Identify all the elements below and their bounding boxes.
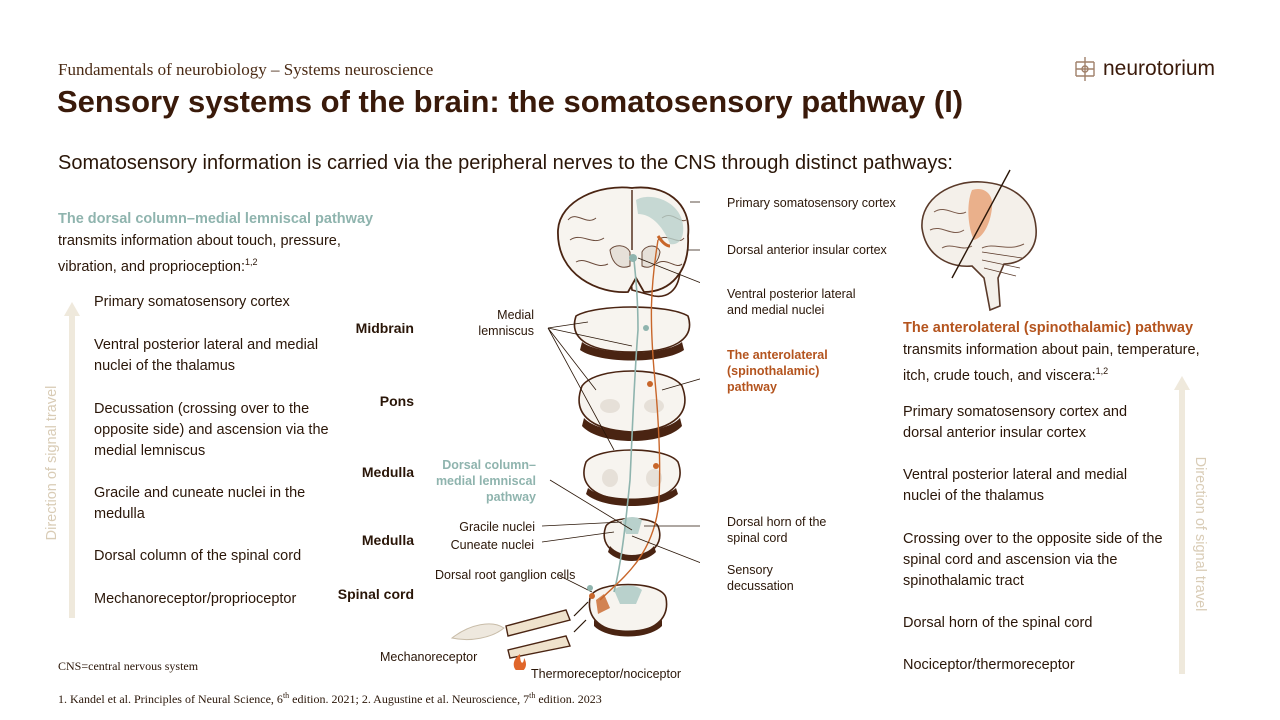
neurotorium-logo-icon [1075,57,1095,81]
receptor-illustrations [450,585,595,670]
label-sensory-decussation: Sensory decussation [727,563,794,593]
label-dorsal-horn: Dorsal horn of the spinal cord [727,515,827,545]
right-step-5: Nociceptor/thermoreceptor [903,657,1075,673]
left-step-1: Primary somatosensory cortex [94,294,290,310]
level-midbrain: Midbrain [355,320,414,336]
pathway-diagram [450,186,700,670]
left-direction-label: Direction of signal travel [44,385,60,541]
dorsal-column-heading: The dorsal column–medial lemniscal pathw… [58,211,374,227]
subtitle: Fundamentals of neurobiology – Systems n… [58,60,434,79]
label-thermoreceptor: Thermoreceptor/nociceptor [531,667,682,681]
dorsal-column-description: transmits information about touch, press… [58,233,341,275]
level-medulla-upper: Medulla [361,464,414,480]
right-direction-arrow [1172,374,1192,676]
left-step-2: Ventral posterior lateral and medial nuc… [94,337,319,374]
left-step-3: Decussation (crossing over to the opposi… [94,401,329,459]
label-drg-cells: Dorsal root ganglion cells [435,568,576,582]
anterolateral-description: transmits information about pain, temper… [903,342,1200,384]
logo-text: neurotorium [1103,57,1216,80]
level-spinal-cord: Spinal cord [337,586,414,602]
label-dorsal-column-pathway: Dorsal column–medial lemniscal pathway [435,458,536,504]
coronal-brain-section [557,186,690,298]
left-step-6: Mechanoreceptor/proprioceptor [94,591,297,607]
midbrain-section [573,306,691,361]
anterolateral-heading: The anterolateral (spinothalamic) pathwa… [903,320,1194,336]
label-mechanoreceptor: Mechanoreceptor [380,650,478,664]
page-title: Sensory systems of the brain: the somato… [57,84,964,119]
references: 1. Kandel et al. Principles of Neural Sc… [58,691,602,706]
label-gracile-nuclei: Gracile nuclei [459,520,535,534]
spinal-cord-section [588,583,668,637]
side-brain-illustration [921,169,1037,312]
label-primary-cortex: Primary somatosensory cortex [727,196,896,210]
right-step-2: Ventral posterior lateral and medial nuc… [903,467,1128,504]
label-anterolateral-pathway: The anterolateral (spinothalamic) pathwa… [727,348,828,394]
right-direction-label: Direction of signal travel [1192,456,1208,612]
level-medulla-lower: Medulla [361,532,414,548]
logo: neurotorium [1072,54,1215,84]
label-cuneate-nuclei: Cuneate nuclei [450,538,534,552]
left-step-4: Gracile and cuneate nuclei in the medull… [94,485,306,522]
left-direction-arrow [62,300,82,620]
right-step-3: Crossing over to the opposite side of th… [903,531,1163,589]
right-step-4: Dorsal horn of the spinal cord [903,615,1093,631]
label-insular-cortex: Dorsal anterior insular cortex [727,243,887,257]
label-medial-lemniscus: Medial lemniscus [478,308,534,338]
right-step-1: Primary somatosensory cortex and dorsal … [903,404,1128,441]
level-pons: Pons [379,393,414,409]
intro-text: Somatosensory information is carried via… [58,152,953,174]
label-vpl-nuclei: Ventral posterior lateral and medial nuc… [727,287,856,317]
abbreviation-note: CNS=central nervous system [58,659,199,673]
medulla-upper-section [583,449,681,506]
medulla-lower-section [603,517,661,561]
left-step-5: Dorsal column of the spinal cord [94,548,302,564]
